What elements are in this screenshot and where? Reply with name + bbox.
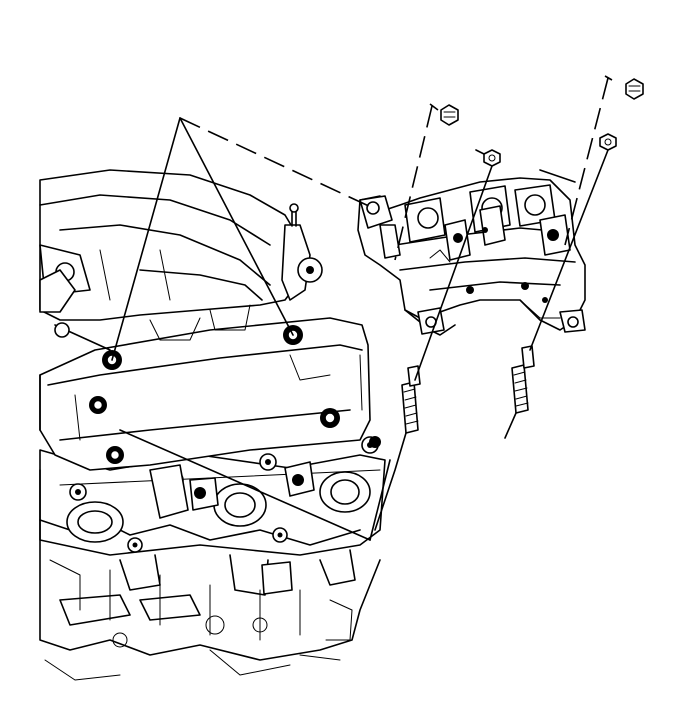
exhaust-port-3 — [319, 471, 371, 513]
nut-right — [599, 133, 617, 151]
fuel-rail — [281, 203, 323, 301]
lower-ribs — [119, 549, 356, 596]
coil-pack-3 — [514, 184, 571, 256]
cylinder-head — [39, 436, 386, 596]
exhaust-port-1 — [66, 501, 124, 543]
coil-pack-2 — [469, 185, 511, 246]
intake-plenum — [39, 169, 323, 341]
upper-bolt-left — [440, 104, 459, 126]
coil-pack-1 — [404, 197, 471, 261]
throttle-body — [39, 269, 76, 313]
alignment-lines — [111, 75, 613, 541]
exhaust-port-2 — [213, 483, 267, 527]
ignition-coil-bracket — [357, 177, 586, 336]
upper-bolt-right — [625, 78, 644, 100]
valve-cover-grommets — [89, 325, 381, 464]
bracket-holes — [466, 227, 548, 303]
bracket-ears — [359, 195, 586, 335]
stud-left — [401, 365, 421, 434]
nut-left — [483, 149, 501, 167]
stud-right — [511, 345, 535, 414]
port-spacer-blocks — [149, 461, 315, 519]
valve-cover — [39, 317, 381, 471]
